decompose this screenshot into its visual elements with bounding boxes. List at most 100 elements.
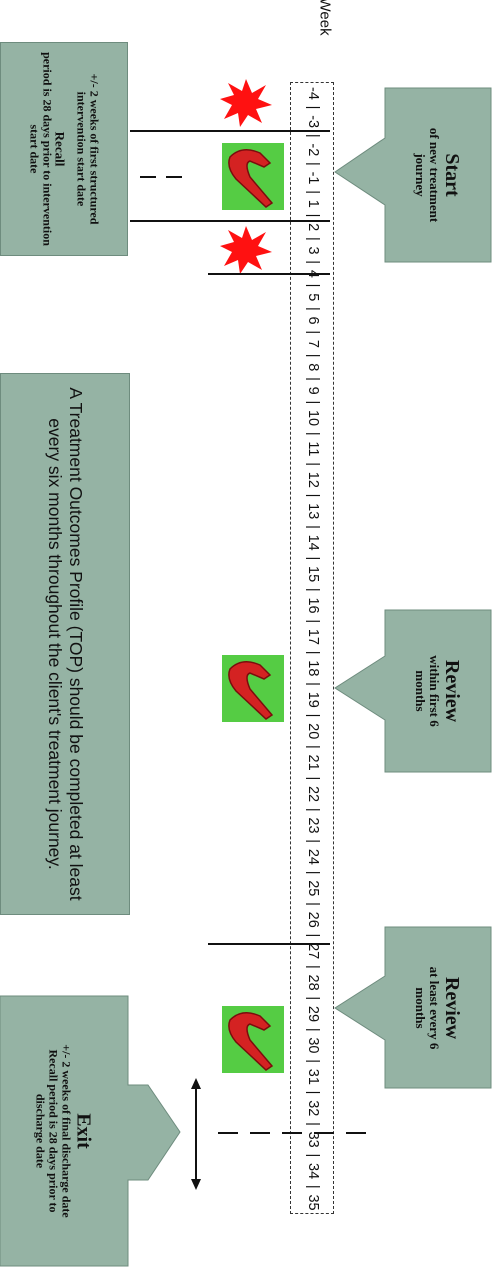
week-separator: | bbox=[305, 525, 321, 529]
week-number: 31 bbox=[305, 1068, 321, 1085]
week-separator: | bbox=[305, 162, 321, 166]
week-separator: | bbox=[305, 933, 321, 938]
week-header: Week bbox=[316, 0, 334, 36]
week-number: 23 bbox=[305, 817, 321, 834]
week-separator: | bbox=[305, 1090, 321, 1095]
week-separator: | bbox=[305, 431, 321, 436]
week-separator: | bbox=[305, 556, 321, 561]
week-number: 24 bbox=[305, 848, 321, 865]
week-number: 32 bbox=[305, 1100, 321, 1117]
week-number: 9 bbox=[305, 386, 321, 395]
week-separator: | bbox=[305, 650, 321, 655]
week-separator: | bbox=[305, 682, 321, 686]
week-separator: | bbox=[305, 1184, 321, 1189]
week-number: 28 bbox=[305, 974, 321, 991]
week-separator: | bbox=[305, 1122, 321, 1126]
week-number: 25 bbox=[305, 880, 321, 897]
week-number: 26 bbox=[305, 911, 321, 928]
review2-title: Review bbox=[441, 976, 463, 1039]
week-separator: | bbox=[305, 236, 321, 241]
week-number: -4 bbox=[305, 87, 321, 100]
week-number: 5 bbox=[305, 293, 321, 302]
week-number: 19 bbox=[305, 691, 321, 708]
week-separator: | bbox=[305, 713, 321, 718]
week-number: 21 bbox=[305, 754, 321, 771]
week-number: 18 bbox=[305, 660, 321, 677]
review1-callout: Review within first 6 months bbox=[385, 610, 491, 772]
week-separator: | bbox=[305, 1027, 321, 1032]
week-separator: | bbox=[305, 870, 321, 875]
boomerang-icon bbox=[222, 655, 284, 722]
week-number: 35 bbox=[305, 1194, 321, 1211]
week-separator: | bbox=[305, 462, 321, 466]
week-number: 7 bbox=[305, 339, 321, 348]
week-separator: | bbox=[305, 493, 321, 498]
week-number: 6 bbox=[305, 316, 321, 325]
start-subtitle: of new treatment journey bbox=[413, 127, 442, 223]
week-separator: | bbox=[305, 353, 321, 358]
boomerang-icon bbox=[222, 1006, 284, 1073]
week-number: 29 bbox=[305, 1005, 321, 1023]
week-number: 22 bbox=[305, 785, 321, 803]
review1-title: Review bbox=[441, 659, 463, 723]
top-note-box: A Treatment Outcomes Profile (TOP) shoul… bbox=[0, 373, 130, 915]
week-number: 16 bbox=[305, 597, 321, 614]
week-number: 30 bbox=[305, 1037, 321, 1054]
week-separator: | bbox=[305, 190, 321, 194]
week-separator: | bbox=[305, 105, 321, 110]
start-window-line2: period is 28 days prior to intervention … bbox=[27, 52, 55, 246]
week-number: 3 bbox=[305, 246, 321, 255]
week-separator: | bbox=[305, 260, 321, 265]
week-number: 10 bbox=[305, 409, 321, 427]
week-separator: | bbox=[305, 745, 321, 749]
red-burst-icon bbox=[220, 226, 272, 274]
start-window-box: +/- 2 weeks of first structured interven… bbox=[0, 42, 128, 256]
start-window-recall-title: Recall bbox=[52, 131, 68, 167]
week-separator: | bbox=[305, 283, 321, 288]
week-number: -2 bbox=[305, 143, 321, 157]
week-number: 34 bbox=[305, 1163, 321, 1180]
start-window-line1: +/- 2 weeks of first structured interven… bbox=[74, 73, 102, 225]
week-separator: | bbox=[305, 377, 321, 381]
week-separator: | bbox=[305, 213, 321, 218]
week-number: 14 bbox=[305, 534, 321, 551]
week-separator: | bbox=[305, 902, 321, 906]
week-timeline: -4|-3|-2|-1|1|2|3|4|5|6|7|8|9|10|11|12|1… bbox=[290, 82, 334, 1214]
exit-line1: +/- 2 weeks of final discharge date bbox=[59, 1044, 74, 1218]
review1-subtitle: within first 6 months bbox=[413, 655, 442, 727]
exit-line2: Recall period is 28 days prior to discha… bbox=[33, 1049, 61, 1213]
week-number: 2 bbox=[305, 223, 321, 232]
week-number: 8 bbox=[305, 363, 321, 372]
week-separator: | bbox=[305, 133, 321, 138]
week-separator: | bbox=[305, 807, 321, 812]
week-separator: | bbox=[305, 307, 321, 311]
week-separator: | bbox=[305, 619, 321, 624]
week-number: 33 bbox=[305, 1131, 321, 1148]
week-number: 11 bbox=[305, 441, 321, 457]
week-separator: | bbox=[305, 776, 321, 781]
week-separator: | bbox=[305, 964, 321, 969]
double-arrow-icon bbox=[191, 1078, 201, 1190]
boomerang-icon bbox=[222, 143, 284, 210]
top-note-text: A Treatment Outcomes Profile (TOP) shoul… bbox=[45, 387, 86, 901]
week-number: 17 bbox=[305, 628, 321, 645]
week-separator: | bbox=[305, 1059, 321, 1064]
week-number: 20 bbox=[305, 723, 321, 740]
week-number: 27 bbox=[305, 943, 321, 960]
week-separator: | bbox=[305, 839, 321, 844]
week-separator: | bbox=[305, 996, 321, 1001]
week-number: 12 bbox=[305, 471, 321, 488]
review2-subtitle: at least every 6 months bbox=[413, 966, 442, 1049]
week-separator: | bbox=[305, 400, 321, 405]
week-number: 15 bbox=[305, 566, 321, 583]
exit-title: Exit bbox=[72, 1113, 95, 1149]
week-number: 13 bbox=[305, 503, 321, 520]
start-callout: Start of new treatment journey bbox=[385, 88, 491, 262]
week-separator: | bbox=[305, 587, 321, 592]
week-separator: | bbox=[305, 1153, 321, 1158]
week-number: -1 bbox=[305, 171, 321, 185]
week-number: -3 bbox=[305, 115, 321, 129]
start-title: Start bbox=[441, 153, 463, 197]
review2-callout: Review at least every 6 months bbox=[385, 927, 491, 1088]
exit-callout: Exit +/- 2 weeks of final discharge date… bbox=[0, 996, 128, 1266]
